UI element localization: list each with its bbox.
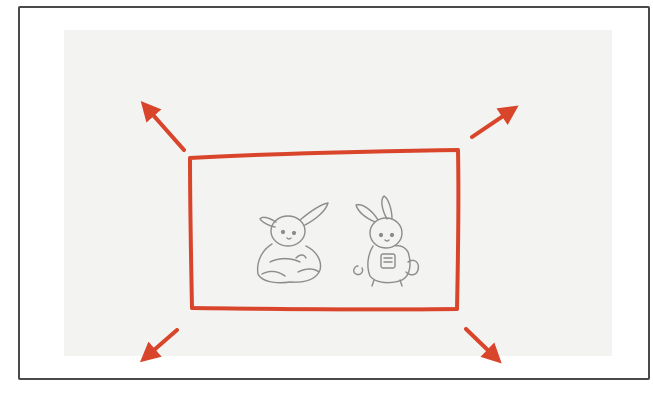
arrow-down-right: [464, 327, 502, 364]
red-rectangle: [188, 148, 461, 312]
arrow-up-right: [470, 105, 519, 139]
bunny-sketch-right: [353, 195, 420, 287]
arrow-down-left: [139, 328, 179, 363]
outer-frame: [18, 6, 650, 380]
bunny-sketch-left: [256, 202, 329, 284]
inner-panel: [64, 30, 612, 356]
arrow-up-left: [140, 101, 186, 152]
